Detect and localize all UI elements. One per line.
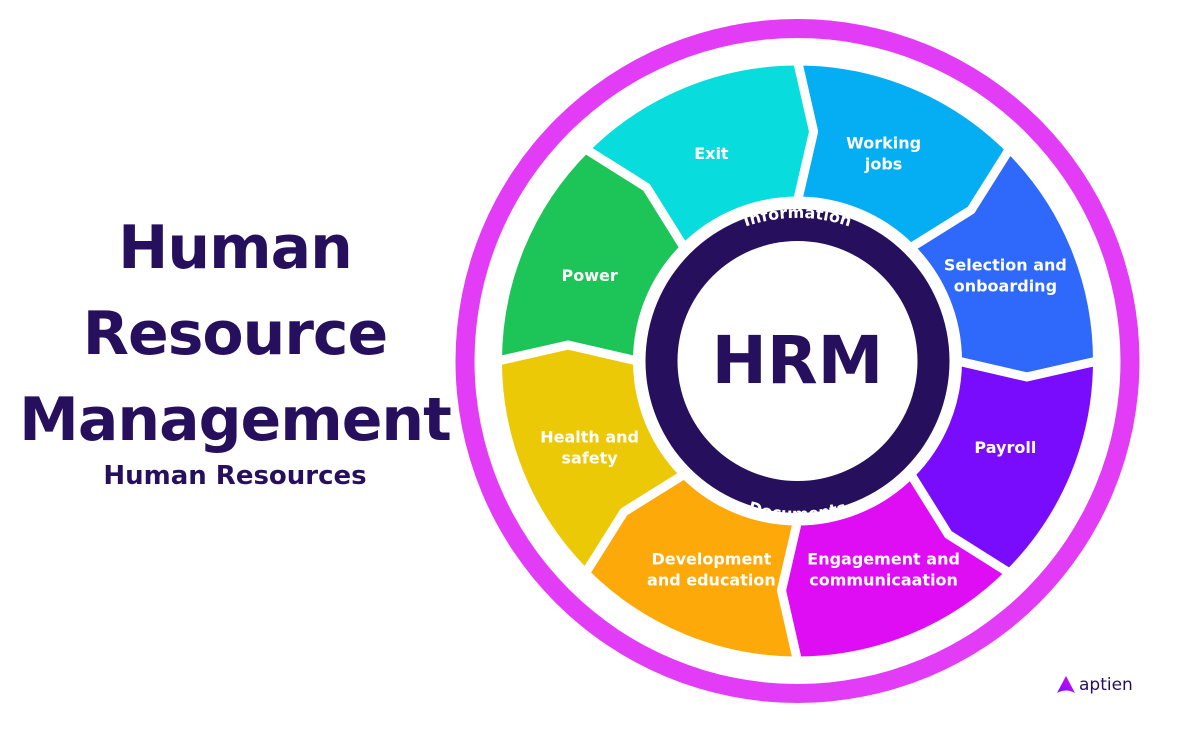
segment-label-2-line-1: Selection and (944, 255, 1067, 274)
segment-label-1-line-1: Working (846, 134, 921, 153)
segment-label-6-line-2: safety (562, 449, 619, 468)
segment-label-5-line-2: and education (647, 570, 776, 589)
segment-label-4: Engagement and communicaation (807, 549, 960, 589)
aptien-logo: aptien (1056, 672, 1133, 698)
segment-label-8-line-1: Exit (694, 144, 729, 163)
center-label: HRM (712, 322, 884, 399)
segment-label-7: Power (562, 266, 618, 285)
segment-1 (793, 56, 1015, 253)
title-line-2: Resource (82, 299, 388, 369)
aptien-logo-text: aptien (1079, 675, 1133, 695)
segment-label-5-line-1: Development (651, 549, 771, 568)
segment-label-3: Payroll (974, 438, 1036, 457)
segment-label-2: Selection and onboarding (944, 255, 1067, 295)
segment-label-7-line-1: Power (562, 266, 618, 285)
segment-6 (493, 340, 689, 578)
segment-label-1-line-2: jobs (864, 155, 902, 174)
center-circle (677, 241, 918, 481)
title-line-1: Human (118, 213, 353, 283)
title-block: Human Resource Management Human Resource… (0, 205, 470, 493)
segment-label-6: Health and safety (540, 428, 639, 468)
title-line-3: Management (19, 385, 452, 455)
segment-label-6-line-1: Health and (540, 428, 639, 447)
segment-3 (906, 356, 1102, 578)
segment-4 (776, 469, 1015, 666)
segment-8 (580, 56, 819, 253)
segment-label-5: Development and education (647, 549, 776, 589)
segment-label-2-line-2: onboarding (954, 276, 1057, 295)
aptien-logo-icon (1057, 676, 1075, 693)
segment-2 (906, 144, 1102, 382)
segment-label-8: Exit (694, 144, 729, 163)
subtitle: Human Resources (103, 461, 367, 491)
segment-7 (493, 144, 689, 366)
segment-label-1: Working jobs (846, 134, 921, 174)
segment-5 (580, 469, 802, 666)
segment-label-4-line-2: communicaation (809, 570, 958, 589)
segments-group (493, 56, 1102, 666)
segment-label-4-line-1: Engagement and (807, 549, 960, 568)
segment-label-3-line-1: Payroll (974, 438, 1036, 457)
